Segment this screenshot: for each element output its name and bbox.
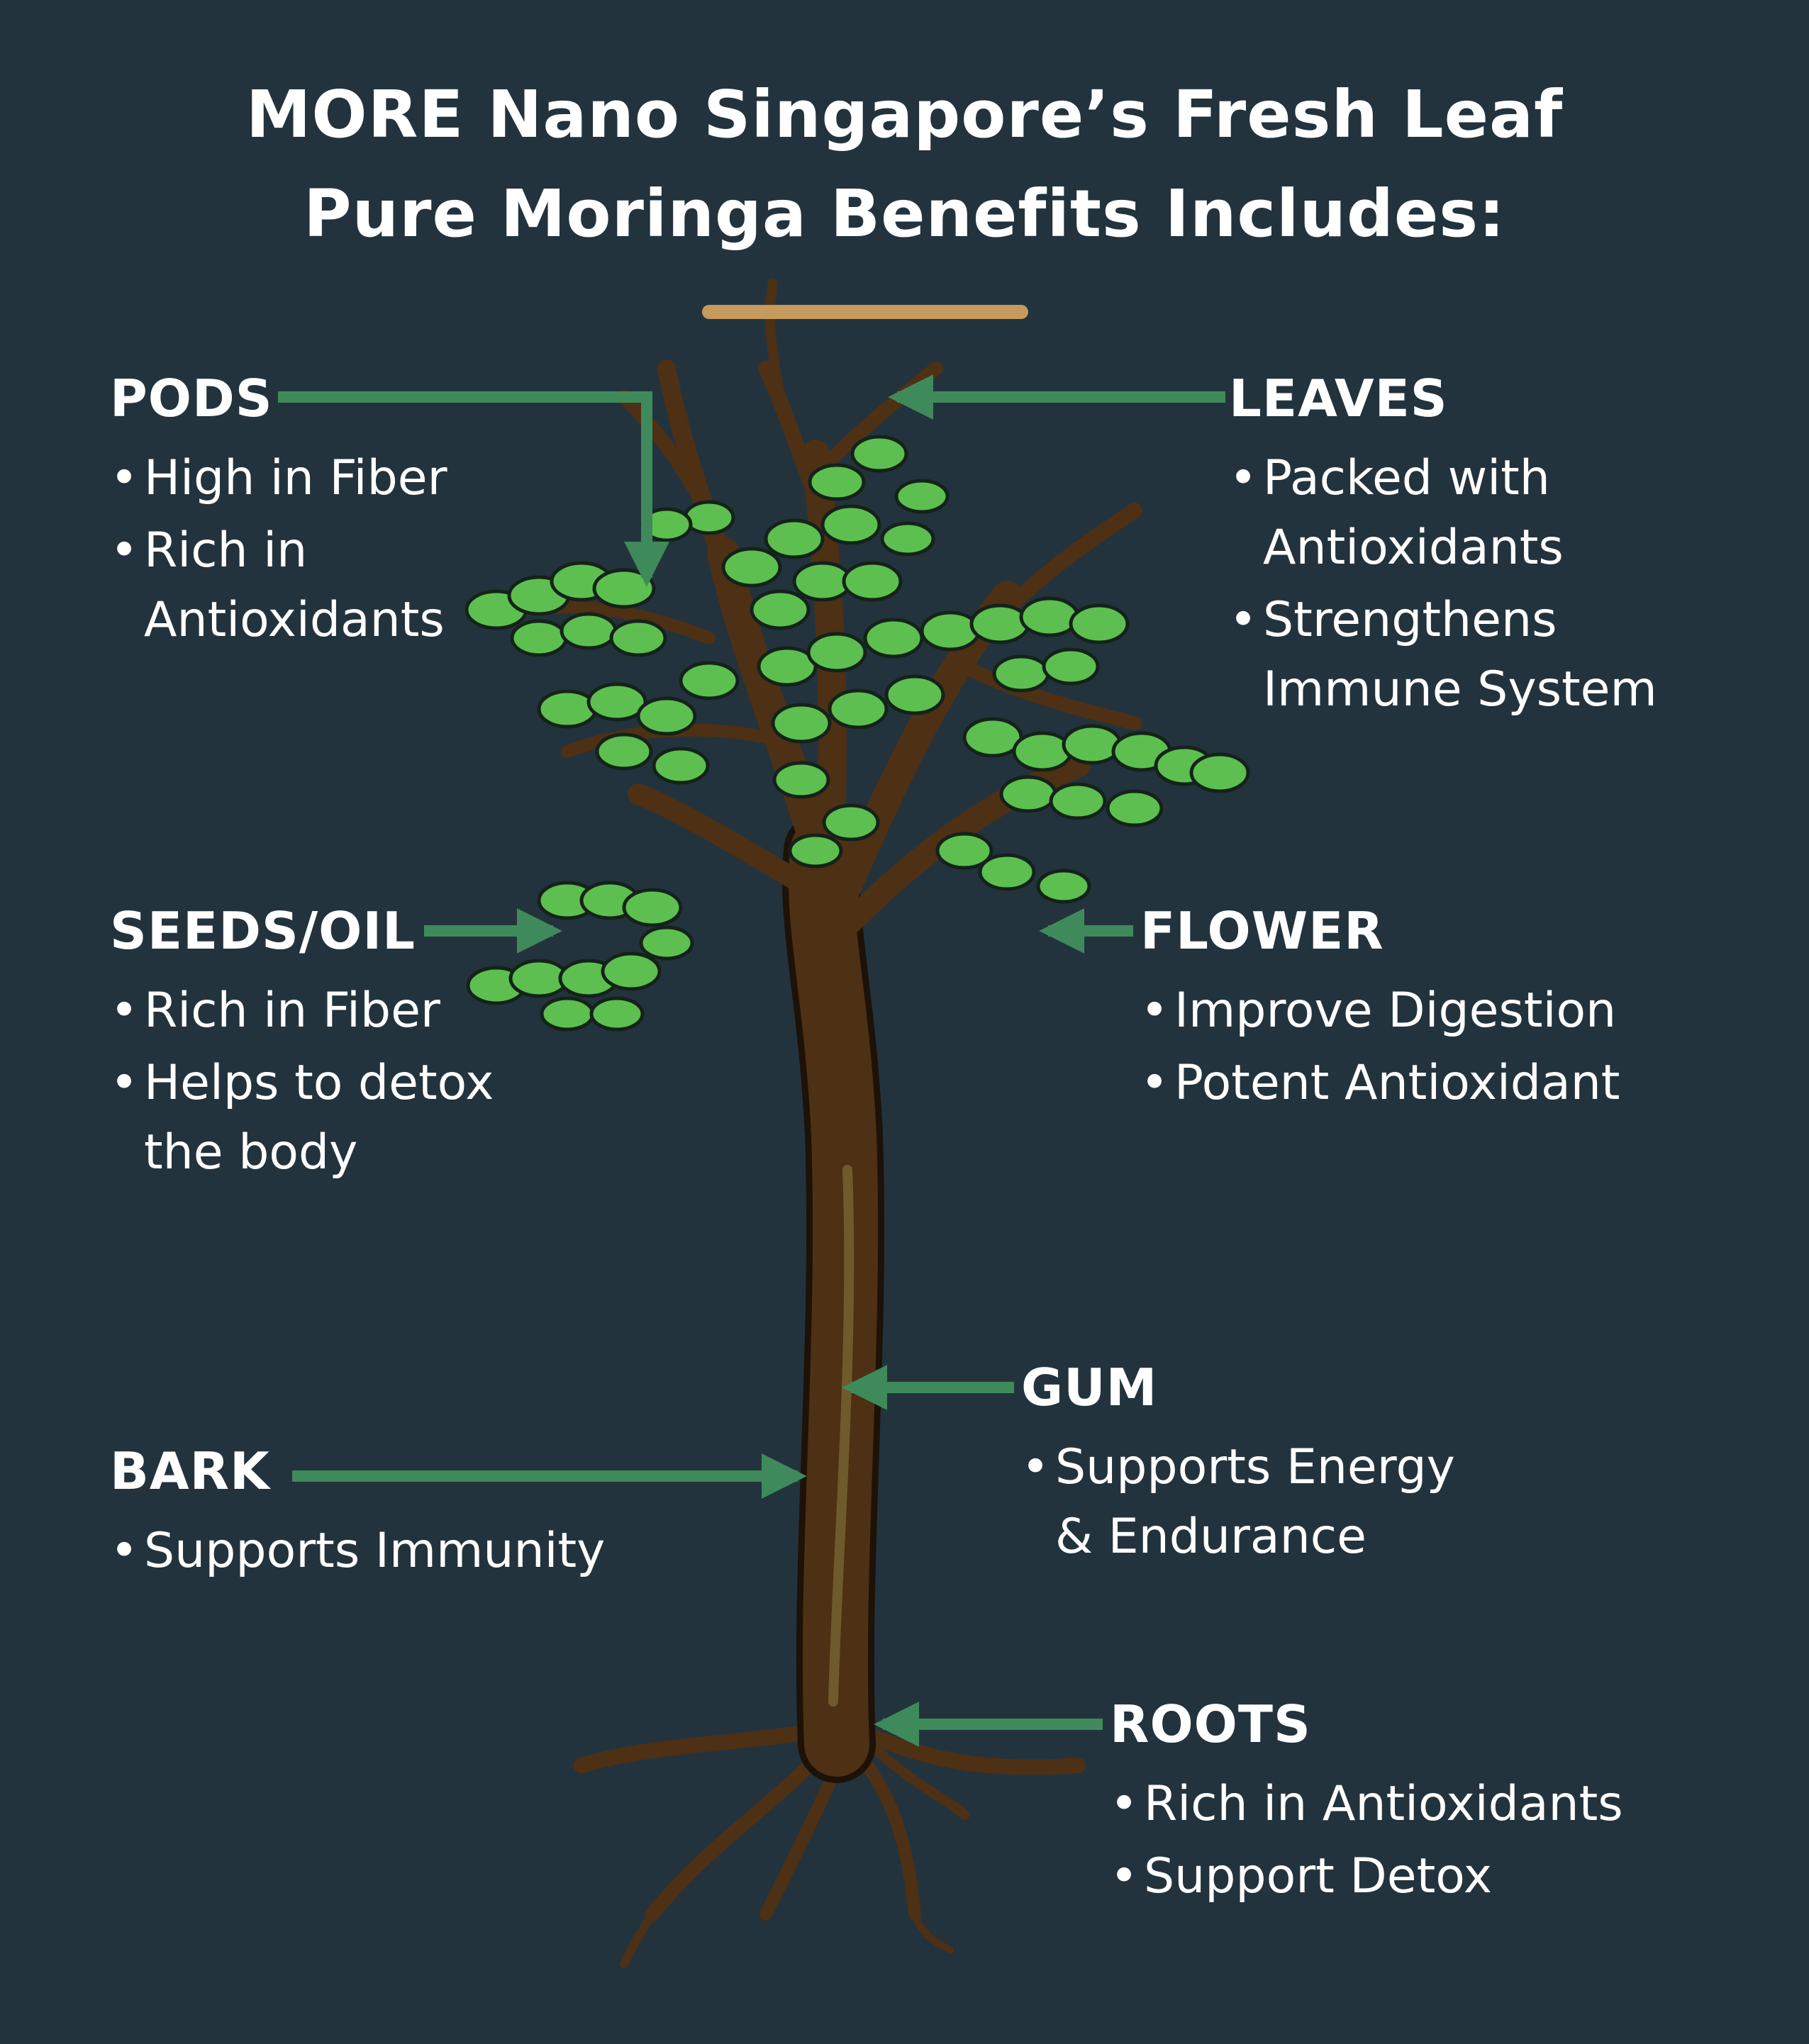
leaves-section: LEAVES Packed withAntioxidantsStrengthen… — [1229, 363, 1657, 727]
bark-heading: BARK — [110, 1441, 270, 1501]
benefit-item: Rich in Fiber — [110, 976, 494, 1046]
roots-heading: ROOTS — [1110, 1694, 1311, 1754]
title-divider — [702, 305, 1028, 319]
benefit-item: Rich in Antioxidants — [1110, 1770, 1623, 1839]
leaves-heading: LEAVES — [1229, 369, 1448, 428]
gum-benefits-list: Supports Energy& Endurance — [1021, 1433, 1455, 1572]
connector-arrows — [278, 374, 1225, 1747]
benefit-item: Improve Digestion — [1140, 976, 1620, 1046]
roots-section: ROOTS Rich in AntioxidantsSupport Detox — [1110, 1689, 1623, 1914]
bark-section: BARK Supports Immunity — [110, 1436, 605, 1589]
pods-arrow — [278, 391, 669, 587]
seeds-oil-section: SEEDS/OIL Rich in FiberHelps to detoxthe… — [110, 895, 494, 1190]
gum-section: GUM Supports Energy& Endurance — [1021, 1352, 1455, 1575]
seeds-oil-heading: SEEDS/OIL — [110, 901, 416, 961]
gum-heading: GUM — [1021, 1358, 1158, 1417]
title-line-2: Pure Moringa Benefits Includes: — [304, 176, 1505, 252]
title-line-1: MORE Nano Singapore’s Fresh Leaf — [245, 77, 1564, 152]
leaves-benefits-list: Packed withAntioxidantsStrengthensImmune… — [1229, 444, 1657, 725]
benefit-item: High in Fiber — [110, 444, 447, 513]
benefit-item: Supports Energy& Endurance — [1021, 1433, 1455, 1572]
benefit-item: Potent Antioxidant — [1140, 1049, 1620, 1118]
benefit-item: Support Detox — [1110, 1842, 1623, 1911]
flower-benefits-list: Improve DigestionPotent Antioxidant — [1140, 976, 1620, 1118]
benefit-item: Supports Immunity — [110, 1517, 605, 1586]
bark-benefits-list: Supports Immunity — [110, 1517, 605, 1586]
roots-benefits-list: Rich in AntioxidantsSupport Detox — [1110, 1770, 1623, 1911]
flower-section: FLOWER Improve DigestionPotent Antioxida… — [1140, 895, 1620, 1121]
flower-heading: FLOWER — [1140, 901, 1384, 961]
pods-heading: PODS — [110, 369, 273, 428]
leaves-illustration — [464, 435, 1250, 1032]
